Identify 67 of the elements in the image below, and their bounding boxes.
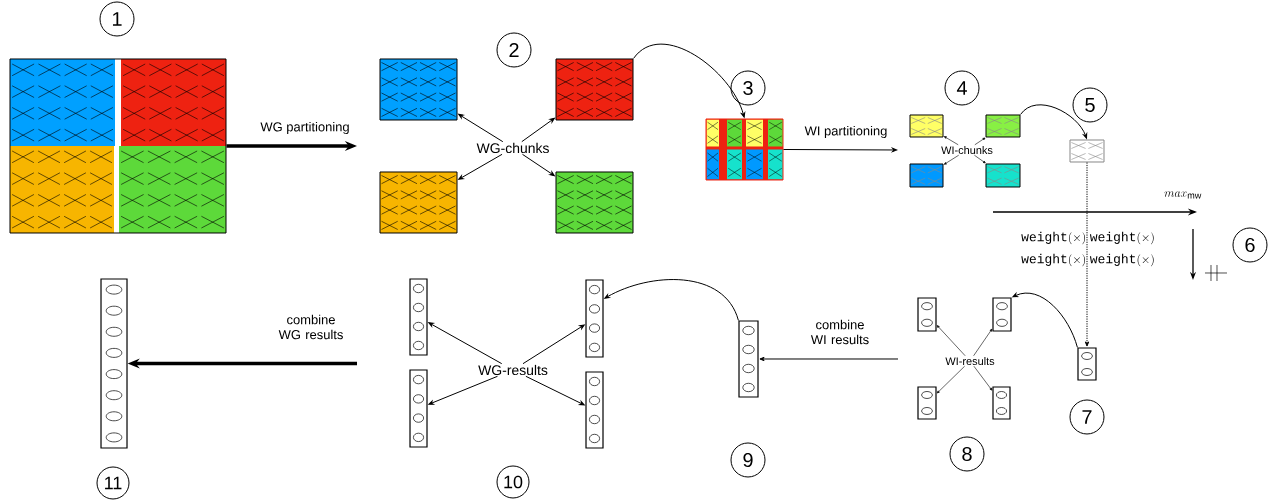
result-vector [917,386,937,420]
arrow [759,356,899,362]
step-number: 6 [1232,227,1268,263]
result-vector [585,371,604,449]
arrow [783,147,898,153]
chunk-block [909,163,944,188]
arrow [943,154,959,165]
step-number: 2 [496,32,532,68]
matrix-drawing [705,118,784,181]
arrow [974,137,986,146]
formula-label: $\texttt{weight}(\times)\ \texttt{weight}(\times)$ [1021,231,1154,245]
matrix-drawing [9,58,227,234]
arrow [936,325,966,357]
arrow [428,375,498,405]
result-vector [992,386,1011,420]
group-label: WI-chunks [941,145,993,154]
chunk-block [985,114,1021,138]
result-vector [1077,347,1097,381]
arrow [973,365,993,391]
result-vector [992,297,1012,332]
group-label: WG-chunks [476,142,549,154]
step-number: 8 [949,436,985,472]
result-vector [738,320,759,398]
chunk-block [555,58,634,121]
arrow [943,136,959,146]
step-number: 9 [730,442,766,478]
result-vector [100,278,128,449]
step-number: 5 [1072,87,1108,123]
curved-arrow [604,279,739,321]
group-label: WG-results [478,364,548,376]
edge-label: combine WG results [278,314,343,340]
step-number: 3 [730,70,766,106]
formula-label: $\texttt{weight}(\times)\ \texttt{weight}(\times)$ [1021,253,1154,267]
chunk-block [379,58,458,121]
arrow [521,117,555,143]
edge-label: WG partitioning [260,121,349,135]
result-vector [585,279,604,358]
step-number: 4 [944,70,980,106]
curved-arrow [1012,292,1078,348]
curved-arrow [1020,104,1088,139]
dotted-arrow [1084,162,1090,347]
chunk-block [379,171,458,234]
chunk-block [909,114,944,138]
arrow [936,365,965,394]
chunk-block [555,171,634,234]
result-vector [409,369,428,448]
step-number: 7 [1069,399,1105,435]
arrow [458,113,504,143]
curved-arrow [633,43,746,118]
edge-label: combine WI results [810,319,869,345]
edge-label: WI partitioning [804,125,887,139]
chunk-block [985,163,1021,188]
arrow [521,153,555,177]
result-vector [917,297,937,332]
step-number: 10 [496,465,530,499]
step-number: 1 [99,1,135,37]
arrow [973,328,993,357]
arrow [974,154,986,164]
arrow [428,322,503,365]
arrow [522,324,585,365]
arrow [458,153,503,180]
arrow [525,375,585,406]
result-vector [409,278,428,356]
chunk-block [1069,139,1105,163]
formula-label: $max_{\mathrm{mw}}$ [1164,191,1202,199]
group-label: WI-results [945,356,995,365]
step-number: 11 [96,466,130,500]
